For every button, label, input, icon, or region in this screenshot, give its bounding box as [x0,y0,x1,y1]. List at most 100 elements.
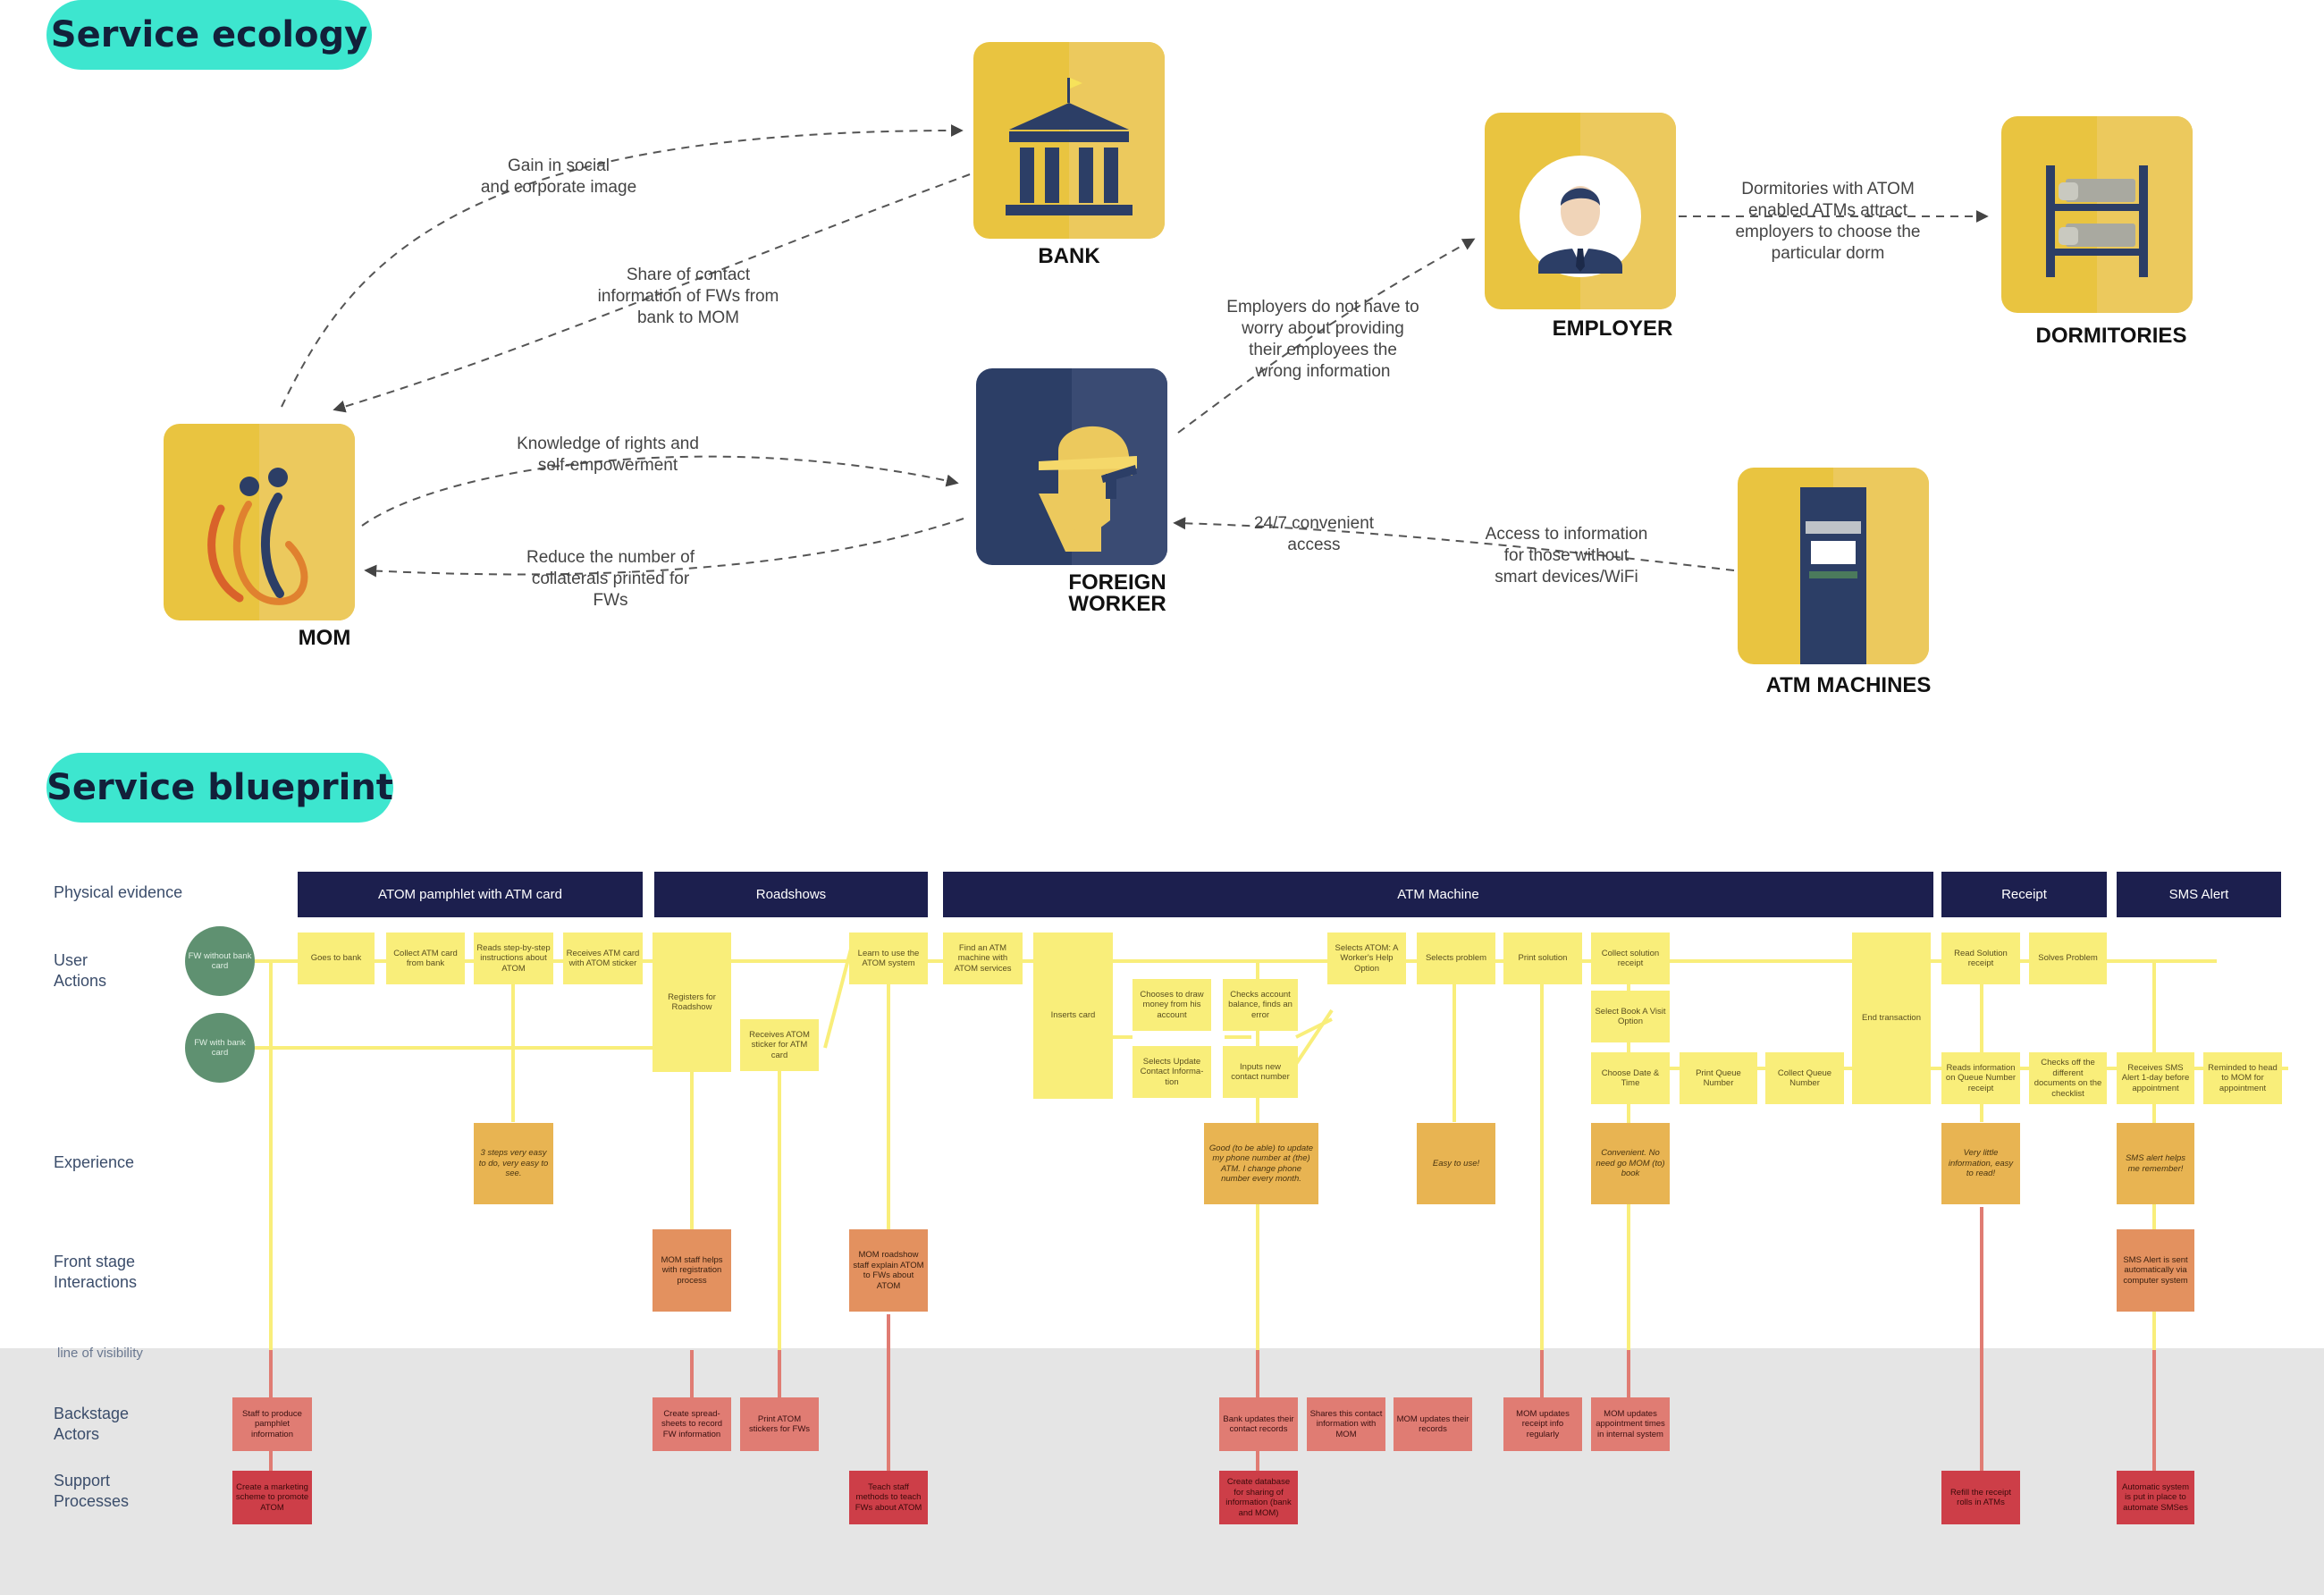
dormitories-node [2001,116,2193,313]
reduce-line1: Reduce the number of [526,548,695,567]
access-line3: smart devices/WiFi [1495,568,1638,587]
emp-line4: wrong information [1255,362,1391,381]
edge-label-convenient: 24/7 convenient access [1225,513,1403,556]
action-select-update-contact: Selects Update Contact Informa-tion [1133,1046,1211,1098]
gain-line2: and corporate image [480,178,637,197]
hardhat-worker-icon [1039,426,1137,552]
bank-building-icon [1006,78,1133,215]
support-automatic-system: Automatic system is put in place to auto… [2117,1471,2194,1524]
action-collect-card: Collect ATM card from bank [386,933,465,984]
dorm-line3: employers to choose the [1735,223,1921,241]
edge-gain-social [281,123,964,408]
foreign-worker-node [976,368,1167,565]
experience-update-number: Good (to be able) to update my phone num… [1204,1123,1318,1204]
bank-label: BANK [1038,244,1100,268]
user-actions-line2: Actions [54,972,107,990]
backstage-print-stickers: Print ATOM stickers for FWs [740,1397,819,1451]
action-select-book-visit: Select Book A Visit Option [1591,991,1670,1042]
evidence-receipt: Receipt [1941,872,2107,917]
action-read-solution-receipt: Read Solution receipt [1941,933,2020,984]
backstage-produce-pamphlet: Staff to produce pamphlet information [232,1397,312,1451]
employer-node [1485,113,1676,309]
evidence-roadshows: Roadshows [654,872,928,917]
edge-knowledge [361,455,959,527]
action-find-atm: Find an ATM machine with ATOM services [943,933,1023,984]
below-visibility-band [0,1348,2324,1595]
row-front-stage: Front stage Interactions [54,1252,137,1293]
persona-fw-with-card: FW with bank card [185,1013,255,1083]
action-print-queue: Print Queue Number [1680,1052,1757,1104]
action-goes-to-bank: Goes to bank [298,933,375,984]
bunk-bed-icon [2046,165,2148,277]
atm-machine-icon [1800,487,1866,664]
row-backstage-actors: Backstage Actors [54,1404,129,1445]
action-collect-queue: Collect Queue Number [1765,1052,1844,1104]
edge-label-employers: Employers do not have to worry about pro… [1211,297,1435,383]
action-registers-roadshow: Registers for Roadshow [653,933,731,1072]
edge-employers [1177,238,1476,434]
back-line2: Actors [54,1425,100,1443]
share-line2: information of FWs from [597,287,779,306]
edge-label-share: Share of contact information of FWs from… [572,265,804,329]
support-refill-receipt: Refill the receipt rolls in ATMs [1941,1471,2020,1524]
atm-machines-label: ATM MACHINES [1765,673,1932,697]
action-reads-steps: Reads step-by-step instructions about AT… [474,933,553,984]
evidence-sms-alert: SMS Alert [2117,872,2281,917]
bank-node [973,42,1165,239]
action-end-transaction: End transaction [1852,933,1931,1104]
back-line1: Backstage [54,1405,130,1422]
conv-line2: access [1287,536,1341,554]
know-line2: self-empowerment [537,456,678,475]
dorm-line2: enabled ATMs attract [1747,201,1908,220]
emp-line2: worry about providing [1242,319,1404,338]
action-inserts-card: Inserts card [1033,933,1113,1099]
action-collect-solution-receipt: Collect solution receipt [1591,933,1670,984]
action-reads-queue-receipt: Reads information on Queue Number receip… [1941,1052,2020,1104]
edge-share-contact [333,173,971,413]
backstage-shares-info: Shares this contact information with MOM [1307,1397,1385,1451]
edge-reduce [364,518,964,578]
service-blueprint-heading: Service blueprint [46,753,393,823]
backstage-mom-updates: MOM updates their records [1394,1397,1472,1451]
edge-label-knowledge: Knowledge of rights and self-empowerment [483,434,733,477]
conv-line1: 24/7 convenient [1253,514,1375,533]
share-line3: bank to MOM [636,308,740,327]
support-create-database: Create database for sharing of informati… [1219,1471,1298,1524]
action-reminded: Reminded to head to MOM for appointment [2203,1052,2282,1104]
dorm-line1: Dormitories with ATOM [1741,180,1915,198]
emp-line1: Employers do not have to [1226,298,1419,316]
row-user-actions: User Actions [54,950,106,992]
frontstage-staff-helps: MOM staff helps with registration proces… [653,1229,731,1312]
experience-convenient: Convenient. No need go MOM (to) book [1591,1123,1670,1204]
backstage-appointment-times: MOM updates appointment times in interna… [1591,1397,1670,1451]
access-line1: Access to information [1485,525,1648,544]
row-physical-evidence: Physical evidence [54,883,183,901]
action-checks-documents: Checks off the different documents on th… [2029,1052,2107,1104]
edge-label-dorm: Dormitories with ATOM enabled ATMs attra… [1716,179,1940,265]
mom-label: MOM [298,626,351,650]
support-line2: Processes [54,1492,130,1510]
businessman-icon [1520,156,1641,277]
front-line2: Interactions [54,1273,138,1291]
action-choose-date-time: Choose Date & Time [1591,1052,1670,1104]
backstage-spreadsheets: Create spread-sheets to record FW inform… [653,1397,731,1451]
atm-machines-node [1738,468,1929,664]
experience-easy-to-use: Easy to use! [1417,1123,1495,1204]
support-marketing-scheme: Create a marketing scheme to promote ATO… [232,1471,312,1524]
edge-label-reduce: Reduce the number of collaterals printed… [494,547,727,612]
frontstage-sms-sent: SMS Alert is sent automatically via comp… [2117,1229,2194,1312]
experience-three-steps: 3 steps very easy to do, very easy to se… [474,1123,553,1204]
action-receives-sms: Receives SMS Alert 1-day before appointm… [2117,1052,2194,1104]
evidence-atm-machine: ATM Machine [943,872,1933,917]
backstage-receipt-info: MOM updates receipt info regularly [1503,1397,1582,1451]
frontstage-roadshow-staff: MOM roadshow staff explain ATOM to FWs a… [849,1229,928,1312]
edge-access [1173,517,1735,571]
experience-little-info: Very little information, easy to read! [1941,1123,2020,1204]
action-receives-atom-sticker: Receives ATOM sticker for ATM card [740,1019,819,1071]
dormitories-label: DORMITORIES [2035,324,2187,348]
mom-node [164,424,355,620]
user-actions-line1: User [54,951,88,969]
row-support-processes: Support Processes [54,1471,129,1512]
emp-line3: their employees the [1249,341,1397,359]
evidence-pamphlet: ATOM pamphlet with ATM card [298,872,643,917]
